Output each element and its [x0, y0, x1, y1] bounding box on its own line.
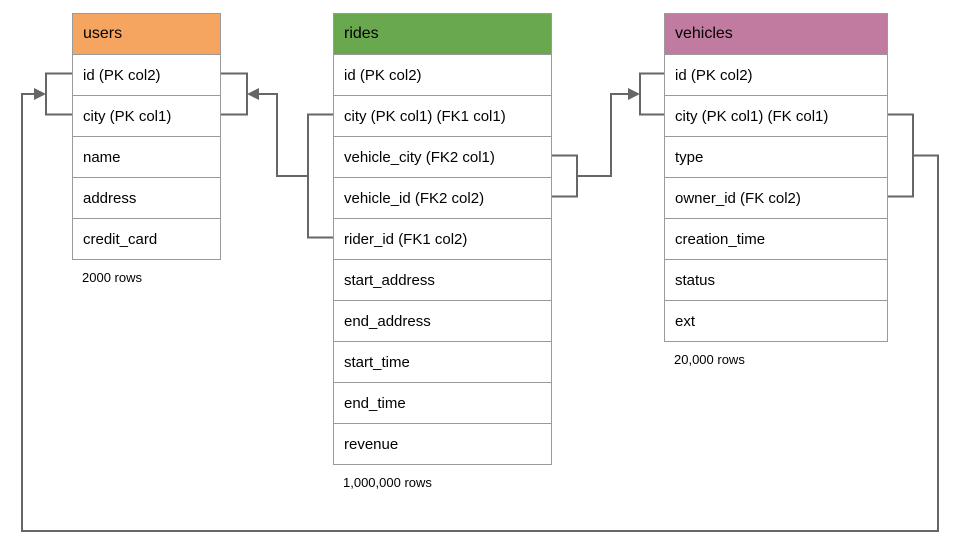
table-row: id (PK col2)	[665, 54, 887, 95]
arrowhead-icon	[247, 88, 259, 100]
relationship-rides-to-users	[221, 72, 333, 239]
table-rides-box: rides id (PK col2) city (PK col1) (FK1 c…	[333, 13, 552, 465]
table-row: id (PK col2)	[334, 54, 551, 95]
table-row: end_address	[334, 300, 551, 341]
rides-fk2-bracket-right	[552, 154, 578, 198]
table-row: credit_card	[73, 218, 220, 259]
arrowhead-icon	[34, 88, 46, 100]
table-rides-header: rides	[334, 14, 551, 54]
vehicles-fk-bracket-right	[888, 113, 914, 198]
table-vehicles-rowcount: 20,000 rows	[674, 352, 745, 367]
table-row: type	[665, 136, 887, 177]
vehicles-pk-bracket-left	[639, 72, 664, 116]
table-row: city (PK col1) (FK1 col1)	[334, 95, 551, 136]
table-row: status	[665, 259, 887, 300]
users-pk-bracket-left	[45, 72, 72, 116]
table-row: vehicle_city (FK2 col1)	[334, 136, 551, 177]
table-vehicles-box: vehicles id (PK col2) city (PK col1) (FK…	[664, 13, 888, 342]
table-users-header: users	[73, 14, 220, 54]
table-users-box: users id (PK col2) city (PK col1) name a…	[72, 13, 221, 260]
table-row: start_time	[334, 341, 551, 382]
table-rides-rowcount: 1,000,000 rows	[343, 475, 432, 490]
table-vehicles: vehicles id (PK col2) city (PK col1) (FK…	[664, 13, 888, 367]
arrowhead-icon	[628, 88, 640, 100]
table-row: city (PK col1) (FK col1)	[665, 95, 887, 136]
table-row: vehicle_id (FK2 col2)	[334, 177, 551, 218]
relationship-rides-to-vehicles	[552, 72, 664, 198]
table-row: creation_time	[665, 218, 887, 259]
table-rides: rides id (PK col2) city (PK col1) (FK1 c…	[333, 13, 552, 490]
table-row: address	[73, 177, 220, 218]
table-row: rider_id (FK1 col2)	[334, 218, 551, 259]
table-users: users id (PK col2) city (PK col1) name a…	[72, 13, 221, 285]
table-users-rowcount: 2000 rows	[82, 270, 142, 285]
table-row: start_address	[334, 259, 551, 300]
rides-to-users-connector	[259, 93, 308, 177]
table-row: ext	[665, 300, 887, 341]
users-pk-bracket-right	[221, 72, 248, 116]
table-row: end_time	[334, 382, 551, 423]
rides-fk1-bracket-left	[307, 113, 333, 239]
table-row: revenue	[334, 423, 551, 464]
table-row: name	[73, 136, 220, 177]
table-row: city (PK col1)	[73, 95, 220, 136]
table-row: owner_id (FK col2)	[665, 177, 887, 218]
rides-to-vehicles-connector	[577, 93, 628, 177]
table-row: id (PK col2)	[73, 54, 220, 95]
table-vehicles-header: vehicles	[665, 14, 887, 54]
